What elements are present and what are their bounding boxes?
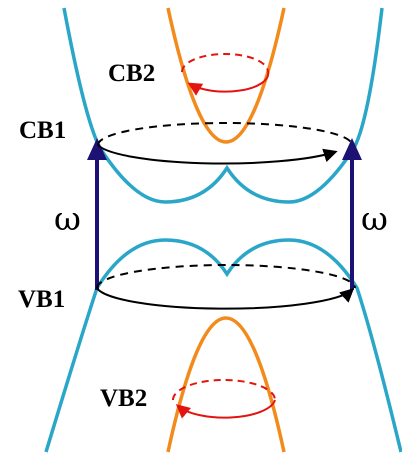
vb1-band-curve <box>44 238 402 453</box>
cb2-orbit-front <box>187 71 270 96</box>
vb1-label: VB1 <box>18 286 65 313</box>
vb2-label: VB2 <box>100 385 147 412</box>
cb1-orbit-front <box>97 144 338 165</box>
vb1-orbit <box>96 264 356 310</box>
cb1-orbit <box>97 122 353 165</box>
arrow-up-icon <box>342 138 362 160</box>
omega-right-label: ω <box>361 199 388 238</box>
vb2-orbit <box>172 379 276 419</box>
cb1-band-curve <box>62 7 384 204</box>
cb2-label: CB2 <box>108 60 155 87</box>
excitation-arrow-right <box>342 138 362 290</box>
cb2-orbit-back-dashed <box>181 53 269 73</box>
excitation-arrow-left <box>87 138 107 290</box>
vb2-orbit-front <box>175 399 276 419</box>
vb2-orbit-back-dashed <box>172 379 276 401</box>
cb2-orbit <box>181 53 270 96</box>
cb1-orbit-back-dashed <box>97 122 353 146</box>
vb2-band-curve <box>166 316 286 453</box>
cb1-label: CB1 <box>19 117 66 144</box>
omega-left-label: ω <box>54 199 81 238</box>
vb1-orbit-front <box>96 287 355 310</box>
cb2-band-curve <box>166 7 286 144</box>
vb1-orbit-back-dashed <box>96 264 356 289</box>
arrow-up-icon <box>87 138 107 160</box>
